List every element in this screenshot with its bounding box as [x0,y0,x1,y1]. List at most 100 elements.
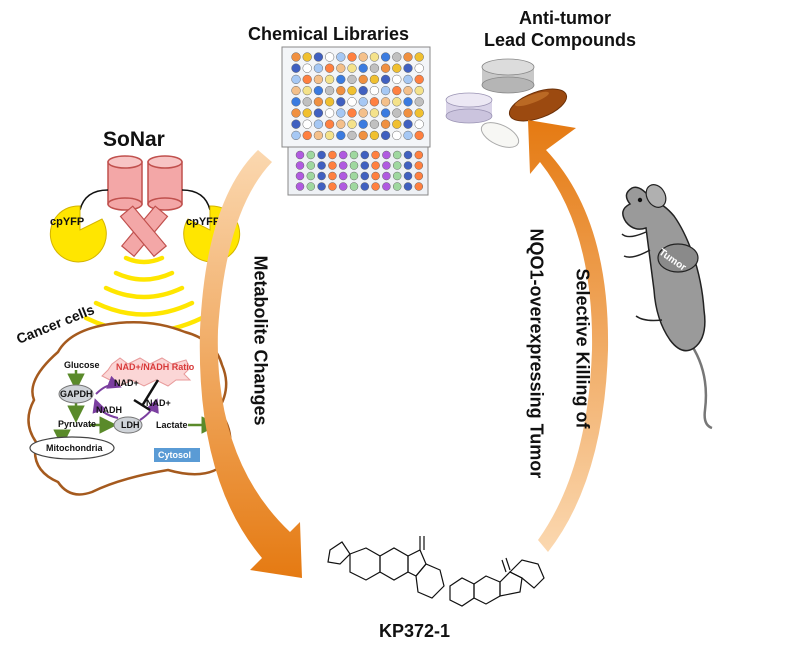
plate-well [369,52,380,62]
plate-well [302,119,312,129]
plate-well [347,85,357,96]
metabolite-changes-label: Metabolite Changes [250,255,271,426]
plate-well [313,85,324,96]
mitochondria-label: Mitochondria [46,443,103,453]
plate-well [371,171,380,181]
plate-well [414,108,424,118]
plate-well [347,97,357,107]
nadh-label: NADH [96,405,122,415]
pyruvate-label: Pyruvate [58,419,97,429]
plate-well [338,161,348,170]
plate-well [358,85,368,96]
plate-well [382,171,391,181]
libraries-title: Chemical Libraries [248,24,410,44]
mouse-graphic [621,184,713,430]
plate-well [324,108,335,118]
plate-well [347,130,357,141]
plate-well [324,97,335,107]
compounds-title-line2: Lead Compounds [484,30,636,50]
plate-well [336,97,346,107]
nqo1-label: NQO1-overexpressing Tumor [526,228,547,479]
plate-well [414,171,424,181]
plate-well [392,161,402,170]
plate-well [291,119,301,129]
plate-well [347,74,357,85]
plate-well [371,150,380,160]
plate-well [414,150,424,160]
plate-well [306,161,316,170]
lactate-label: Lactate [156,420,188,430]
plate-well [414,97,424,107]
plate-well [313,130,324,141]
plate-well [338,150,348,160]
wells-back [295,150,424,191]
compounds-title-line1: Anti-tumor [519,8,611,28]
kp372-molecules [327,536,545,607]
plate-well [349,182,359,191]
plate-well [313,97,324,107]
plate-well [336,74,346,85]
plate-well [358,97,368,107]
plate-well [336,130,346,141]
plate-well [291,74,301,85]
plate-well [328,171,337,181]
gray-tablet [481,58,535,94]
plate-well [291,97,301,107]
plate-well [360,182,370,191]
nad-top-label: NAD+ [114,378,139,388]
plate-well [291,85,301,96]
plate-well [360,171,370,181]
plate-well [392,150,402,160]
molecule-name: KP372-1 [379,621,451,641]
plate-well [336,52,346,62]
plate-well [414,130,424,141]
tumor-shape [657,243,699,273]
cytosol-box [154,448,200,462]
plate-well [302,108,312,118]
plate-well [306,171,316,181]
plate-well [358,108,368,118]
plate-well [328,161,337,170]
plate-well [313,108,324,118]
left-cycle-arrow [199,150,302,578]
plate-well [392,171,402,181]
plate-well [336,119,346,129]
plate-well [347,119,357,129]
plate-well [371,161,380,170]
plate-well [302,130,312,141]
white-capsule [480,122,520,148]
plate-well [349,171,359,181]
plate-well [380,97,391,107]
plate-well [338,182,348,191]
plate-well [403,74,413,85]
plate-well [382,182,391,191]
plate-well [291,130,301,141]
plate-well [347,63,357,73]
gapdh-ellipse [58,384,94,404]
sonar-left-cylinder [107,155,143,211]
plate-well [358,119,368,129]
plate-well [291,108,301,118]
plate-well [349,150,359,160]
plate-well [358,52,368,62]
plate-well [392,52,402,62]
plate-well [295,171,305,181]
plate-well [380,108,391,118]
plate-well [392,97,402,107]
plate-well [414,161,424,170]
plate-well [324,85,335,96]
plate-well [369,130,380,141]
plate-well [358,130,368,141]
plate-well [414,85,424,96]
plate-well [382,161,391,170]
plate-well [358,63,368,73]
plate-well [295,150,305,160]
plate-well [360,150,370,160]
plate-well [380,85,391,96]
plate-well [328,182,337,191]
molecule-right [449,557,545,607]
plate-well [349,161,359,170]
mouse-tail [686,339,713,430]
plate-well [392,130,402,141]
